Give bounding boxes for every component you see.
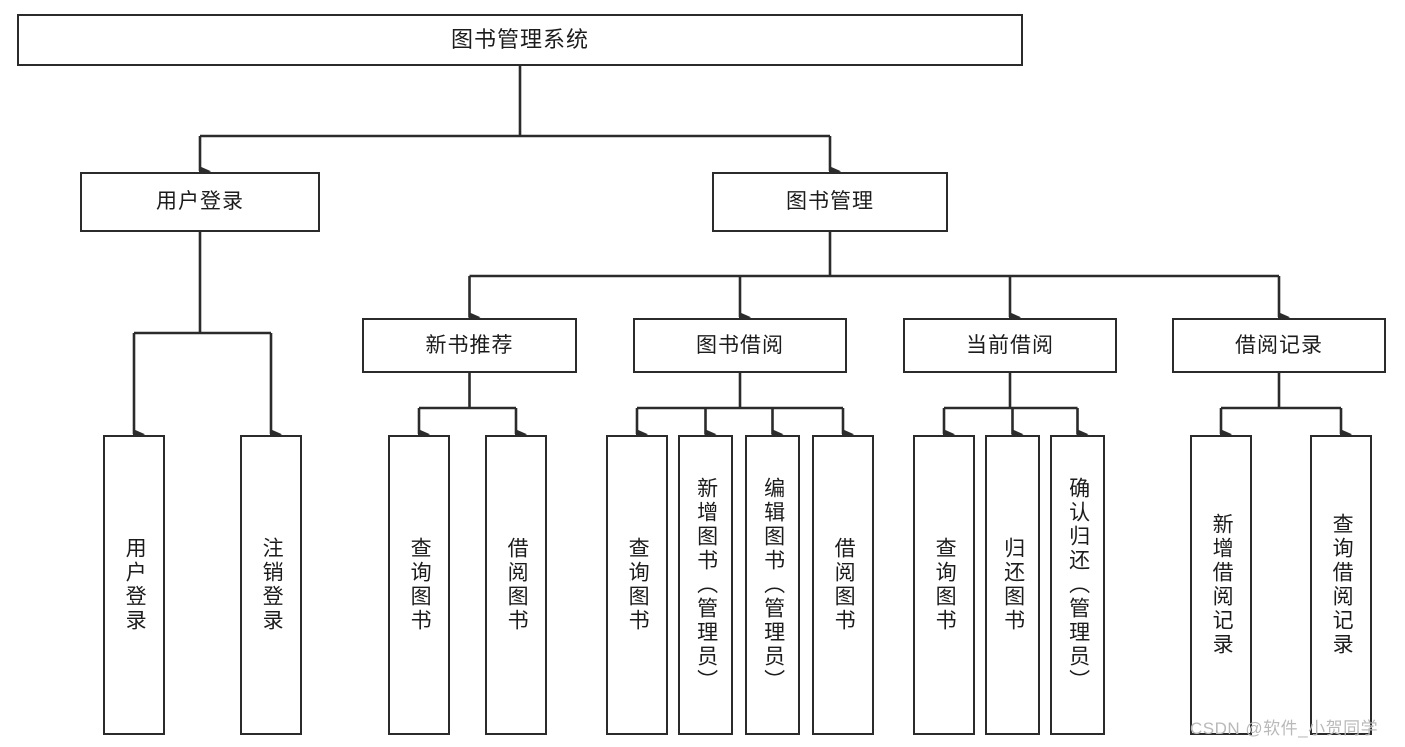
node-current-borrow[interactable]: 当前借阅 bbox=[903, 318, 1117, 373]
node-new-book-recommend[interactable]: 新书推荐 bbox=[362, 318, 577, 373]
node-leaf-query-book-current-label: 查询图书 bbox=[933, 537, 957, 633]
node-current-borrow-label: 当前借阅 bbox=[966, 333, 1054, 357]
node-leaf-borrow-book-recommend[interactable]: 借阅图书 bbox=[485, 435, 547, 735]
node-new-book-recommend-label: 新书推荐 bbox=[425, 333, 514, 357]
node-leaf-query-book-current[interactable]: 查询图书 bbox=[913, 435, 975, 735]
node-borrow-record[interactable]: 借阅记录 bbox=[1172, 318, 1386, 373]
csdn-watermark: CSDN @软件_小贺同学 bbox=[1190, 719, 1379, 738]
node-borrow-record-label: 借阅记录 bbox=[1235, 333, 1323, 357]
node-leaf-return-book-label: 归还图书 bbox=[1001, 537, 1025, 633]
node-leaf-query-book-recommend-label: 查询图书 bbox=[408, 537, 432, 633]
node-leaf-return-book[interactable]: 归还图书 bbox=[985, 435, 1040, 735]
node-leaf-edit-book-label: 编辑图书（管理员） bbox=[761, 477, 785, 693]
node-root-label: 图书管理系统 bbox=[450, 26, 589, 52]
node-leaf-edit-book[interactable]: 编辑图书（管理员） bbox=[745, 435, 800, 735]
node-leaf-borrow-book[interactable]: 借阅图书 bbox=[812, 435, 874, 735]
node-leaf-confirm-return[interactable]: 确认归还（管理员） bbox=[1050, 435, 1105, 735]
node-book-management-label: 图书管理 bbox=[786, 190, 874, 214]
node-leaf-borrow-book-label: 借阅图书 bbox=[832, 537, 856, 633]
node-leaf-query-book-borrow[interactable]: 查询图书 bbox=[606, 435, 668, 735]
node-leaf-user-login[interactable]: 用户登录 bbox=[103, 435, 165, 735]
node-leaf-query-borrow-record-label: 查询借阅记录 bbox=[1330, 513, 1354, 657]
node-leaf-user-login-label: 用户登录 bbox=[123, 537, 147, 633]
node-leaf-add-book-label: 新增图书（管理员） bbox=[694, 477, 718, 693]
node-root[interactable]: 图书管理系统 bbox=[17, 14, 1023, 66]
node-leaf-add-book[interactable]: 新增图书（管理员） bbox=[678, 435, 733, 735]
node-book-borrow-label: 图书借阅 bbox=[696, 333, 784, 357]
node-leaf-logout-login-label: 注销登录 bbox=[260, 537, 284, 633]
node-user-login[interactable]: 用户登录 bbox=[80, 172, 320, 232]
node-book-borrow[interactable]: 图书借阅 bbox=[633, 318, 847, 373]
node-leaf-borrow-book-recommend-label: 借阅图书 bbox=[505, 537, 529, 633]
node-book-management[interactable]: 图书管理 bbox=[712, 172, 948, 232]
node-leaf-add-borrow-record-label: 新增借阅记录 bbox=[1210, 513, 1234, 657]
node-leaf-logout-login[interactable]: 注销登录 bbox=[240, 435, 302, 735]
node-leaf-query-borrow-record[interactable]: 查询借阅记录 bbox=[1310, 435, 1372, 735]
node-user-login-label: 用户登录 bbox=[156, 190, 244, 214]
node-leaf-confirm-return-label: 确认归还（管理员） bbox=[1066, 477, 1090, 693]
node-leaf-add-borrow-record[interactable]: 新增借阅记录 bbox=[1190, 435, 1252, 735]
node-leaf-query-book-recommend[interactable]: 查询图书 bbox=[388, 435, 450, 735]
node-leaf-query-book-borrow-label: 查询图书 bbox=[626, 537, 650, 633]
